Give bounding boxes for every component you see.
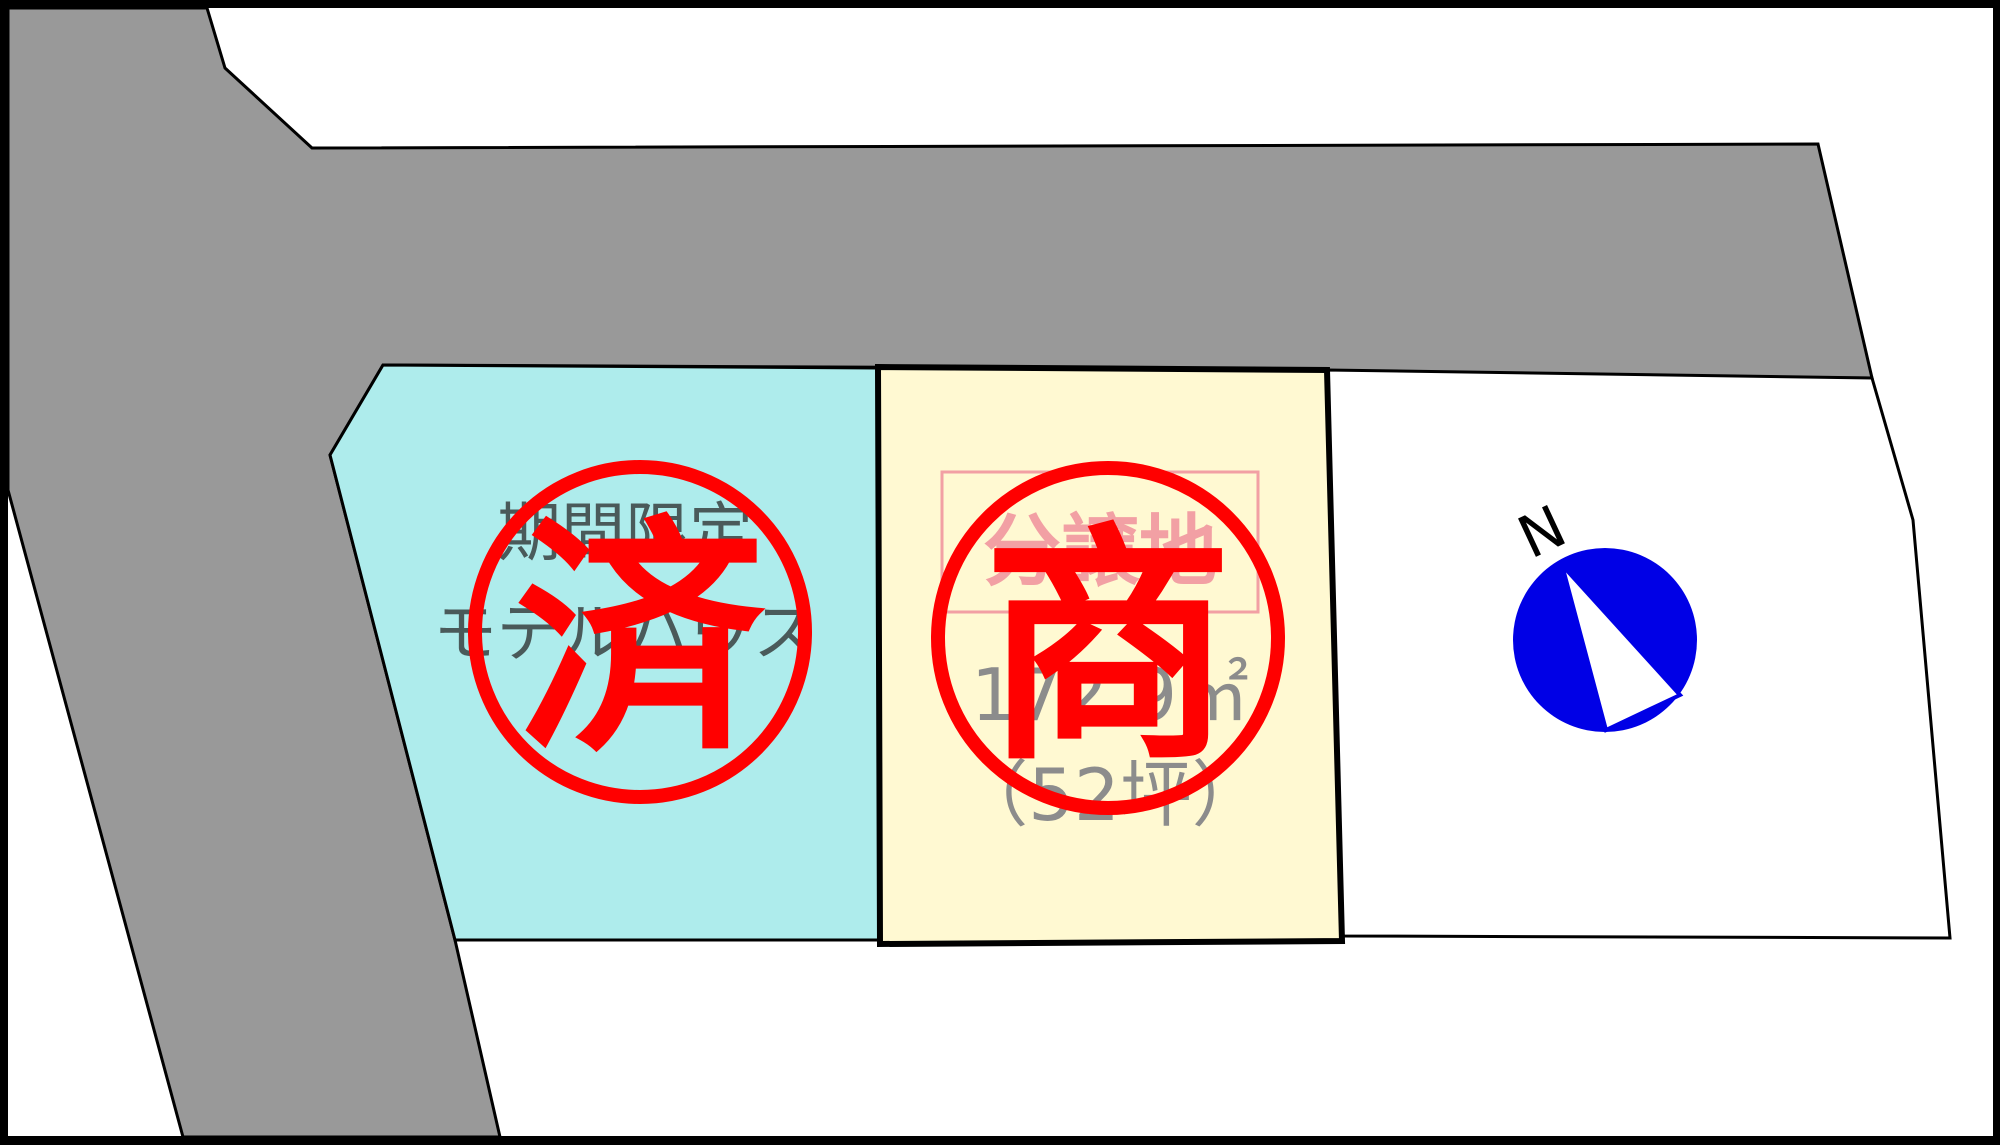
compass: N xyxy=(1508,492,1697,733)
sold-stamp-char: 済 xyxy=(515,495,766,786)
sale-lot-area-m2: 172.9㎡ xyxy=(971,653,1249,737)
negotiation-stamp: 商 xyxy=(931,461,1285,815)
sale-lot-badge: 分譲地 xyxy=(983,507,1217,597)
north-arrow-icon xyxy=(1560,563,1684,733)
sold-stamp: 済 xyxy=(468,460,812,804)
sold-stamp-circle xyxy=(468,460,812,804)
model-house-label-line2: モデルハウス xyxy=(433,597,817,671)
negotiation-stamp-char: 商 xyxy=(983,503,1233,794)
negotiation-stamp-circle xyxy=(931,461,1285,815)
